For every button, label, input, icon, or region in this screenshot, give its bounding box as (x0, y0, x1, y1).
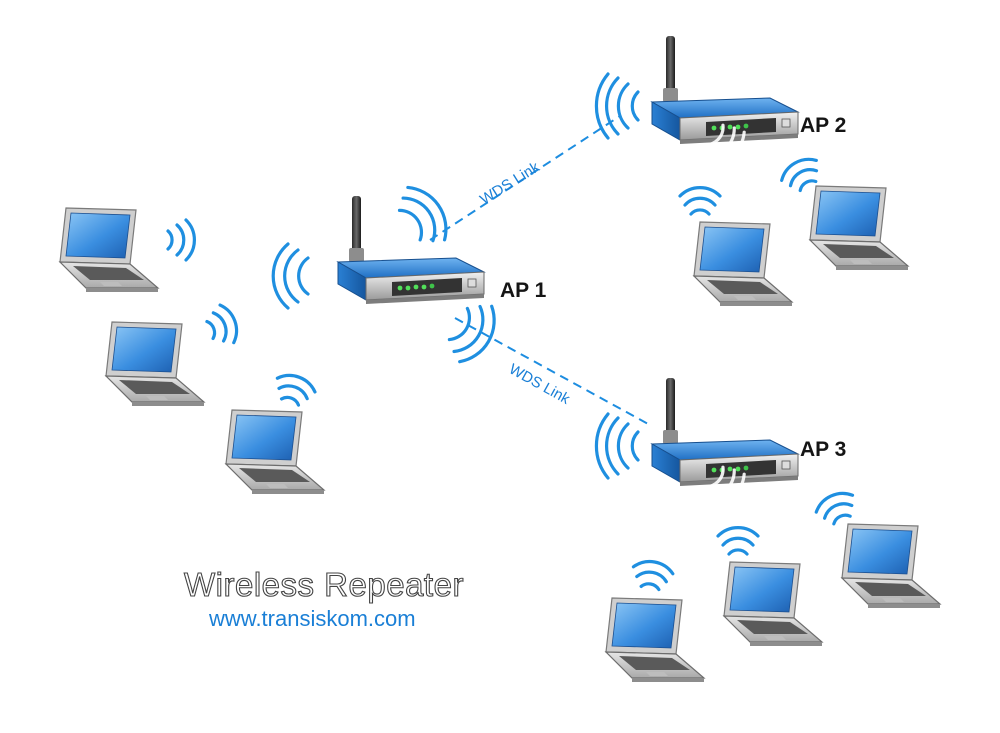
signal-icon (275, 373, 317, 407)
diagram-title: Wireless Repeater (183, 565, 464, 603)
laptop-icon (723, 561, 823, 647)
laptop-icon (105, 321, 205, 407)
client-laptop-ap3-2 (716, 526, 823, 647)
signal-icon (447, 304, 496, 364)
laptop-icon (59, 207, 159, 293)
source-url: www.transiskom.com (209, 606, 416, 631)
client-laptop-ap1-3 (225, 373, 325, 495)
router-icon (651, 377, 799, 487)
signal-icon (594, 412, 640, 480)
client-laptop-ap3-1 (605, 559, 705, 683)
laptop-icon (841, 523, 941, 609)
ap-label: AP 3 (800, 438, 846, 461)
laptop-icon (225, 409, 325, 495)
signal-icon (271, 242, 310, 310)
access-point-ap2: AP 2 (594, 35, 846, 168)
laptop-icon (693, 221, 793, 307)
wds-link-ap1-ap2 (429, 115, 621, 241)
signal-icon (678, 186, 722, 216)
access-point-ap1: AP 1 (271, 185, 547, 364)
signal-icon (701, 465, 746, 510)
wds-link-ap1-ap3 (454, 317, 651, 426)
signal-icon (205, 303, 239, 345)
client-laptop-ap2-2 (780, 157, 909, 271)
signal-icon (594, 72, 640, 140)
ap-label: AP 2 (800, 114, 846, 137)
access-point-ap3: AP 3 (594, 377, 846, 510)
wds-link-label-1: WDS Link (477, 158, 543, 208)
client-laptop-ap2-1 (678, 186, 793, 307)
signal-icon (701, 123, 746, 168)
client-laptop-ap3-3 (814, 491, 941, 609)
signal-icon (716, 526, 760, 556)
signal-icon (166, 218, 196, 262)
client-laptop-ap1-2 (105, 303, 239, 407)
wds-link-label-2: WDS Link (506, 361, 573, 408)
laptop-icon (605, 597, 705, 683)
signal-icon (814, 491, 855, 526)
signal-icon (631, 559, 675, 592)
laptop-icon (809, 185, 909, 271)
router-icon (651, 35, 799, 145)
ap-label: AP 1 (500, 279, 547, 302)
client-laptop-ap1-1 (59, 207, 196, 293)
signal-icon (397, 185, 448, 243)
